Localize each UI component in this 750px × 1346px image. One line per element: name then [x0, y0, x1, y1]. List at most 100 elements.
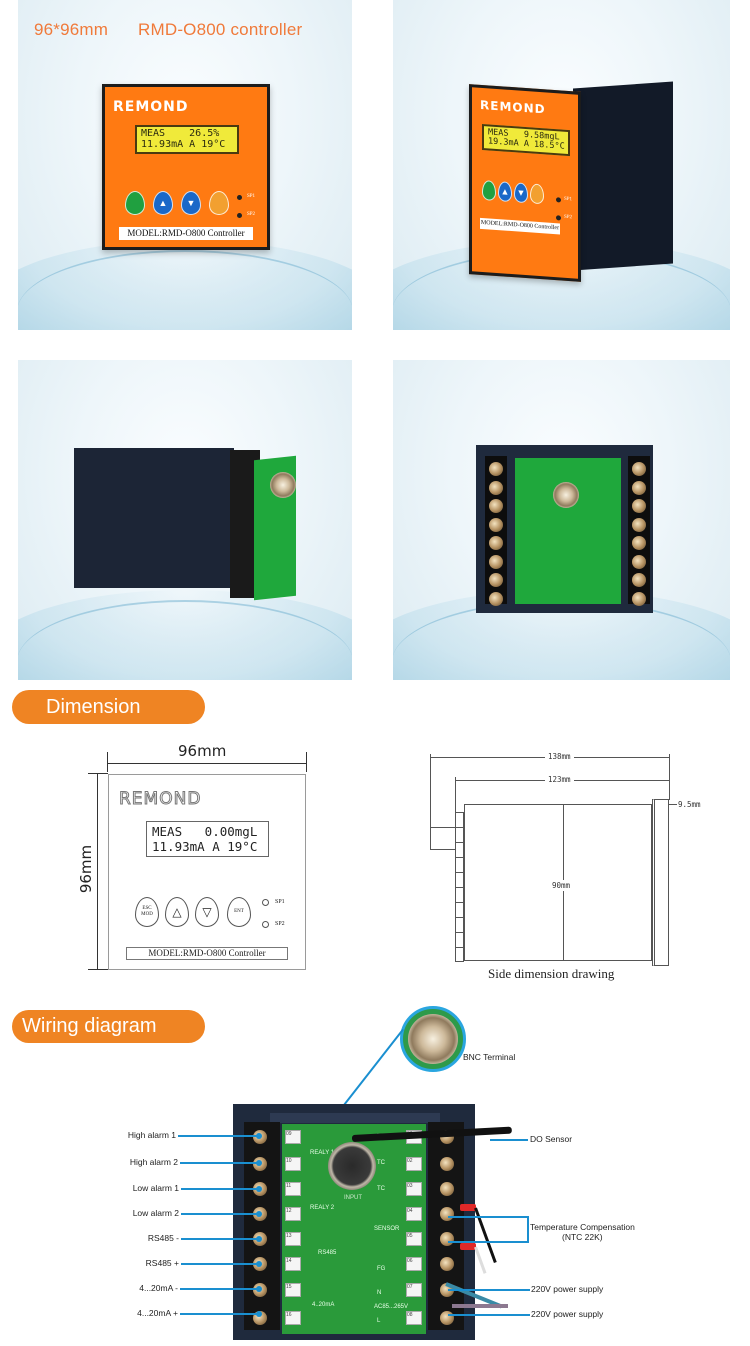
left-wire-label: RS485 +	[145, 1258, 179, 1268]
outline-esc-mod-button: ESC MOD	[135, 897, 159, 927]
brand-logo: REMOND	[480, 97, 546, 117]
height-extension-bottom	[88, 969, 108, 970]
model-strip: MODEL:RMD-O800 Controller	[480, 217, 560, 235]
ent-button[interactable]	[209, 191, 229, 215]
left-terminal-screw	[489, 573, 503, 587]
water-splash-decoration	[18, 240, 352, 330]
left-terminal-number: 12	[285, 1207, 301, 1221]
bnc-terminal-label: BNC Terminal	[463, 1052, 516, 1062]
section-wiring-title: Wiring diagram	[12, 1010, 205, 1043]
left-terminal-number: 16	[285, 1311, 301, 1325]
left-terminal-screw	[489, 554, 503, 569]
sp2-led	[237, 213, 242, 218]
power1-label: 220V power supply	[531, 1284, 604, 1294]
right-terminal-number: 08	[406, 1311, 422, 1325]
left-callout-line	[180, 1288, 258, 1290]
left-callout-dot	[256, 1311, 262, 1317]
down-button[interactable]: ▼	[514, 182, 528, 204]
left-callout-line	[180, 1313, 258, 1315]
height-dimension-line	[97, 774, 98, 970]
pcb-label-relay1: REALY 1	[310, 1150, 335, 1156]
outline-sp2-led	[262, 921, 269, 928]
left-callout-line	[180, 1162, 258, 1164]
left-callout-dot	[256, 1286, 262, 1292]
pcb-label-4-20ma: 4..20mA	[312, 1302, 335, 1308]
left-terminal-number: 13	[285, 1232, 301, 1246]
circuit-board	[515, 458, 621, 604]
controller-front-panel: REMOND MEAS 26.5%11.93mA A 19°C ▲ ▼ SP1 …	[102, 84, 270, 250]
down-button[interactable]: ▼	[181, 191, 201, 215]
power2-callout-line	[448, 1314, 530, 1316]
temp-comp-callout-top	[448, 1216, 528, 1218]
left-wire-label: Low alarm 1	[132, 1183, 179, 1193]
right-terminal-screw	[632, 573, 646, 587]
sp2-label: SP2	[247, 212, 256, 217]
right-terminal-screw	[440, 1182, 454, 1196]
brand-logo: REMOND	[113, 99, 189, 115]
red-ferrule-2	[460, 1243, 476, 1250]
height-90-label: 90mm	[552, 880, 571, 891]
up-button[interactable]: ▲	[498, 181, 512, 203]
sp1-led	[556, 197, 561, 203]
temp-comp-sub-label: (NTC 22K)	[562, 1232, 603, 1242]
outline-lcd-line-2: 11.93mA A 19°C	[152, 839, 258, 854]
left-callout-line	[181, 1213, 258, 1215]
bnc-callout-circle	[400, 1006, 466, 1072]
overall-ext-right	[669, 754, 670, 800]
white-ntc-wire	[474, 1246, 487, 1274]
bnc-connector	[270, 472, 296, 498]
outline-model-strip: MODEL:RMD-O800 Controller	[126, 947, 288, 960]
controller-housing	[74, 448, 234, 588]
temp-comp-callout-bottom	[448, 1241, 528, 1243]
left-terminal-screw	[489, 517, 503, 532]
right-terminal-number: 04	[406, 1207, 422, 1221]
body-length-label: 123mm	[545, 775, 574, 784]
side-terminal-strip	[455, 812, 464, 962]
pcb-label-sensor: SENSOR	[374, 1226, 400, 1232]
pcb-label-rs485: RS485	[318, 1250, 337, 1256]
right-terminal-screw	[632, 462, 646, 476]
left-wire-label: 4...20mA +	[137, 1308, 178, 1318]
left-wire-label: Low alarm 2	[132, 1208, 179, 1218]
pcb-label-relay2: REALY 2	[310, 1205, 335, 1211]
product-size-title: 96*96mm	[34, 20, 109, 39]
ent-button[interactable]	[530, 183, 544, 205]
sp1-led	[237, 195, 242, 200]
pcb-label-l: L	[377, 1318, 381, 1324]
width-extension-right	[306, 752, 307, 772]
width-dimension-line	[108, 763, 306, 764]
right-terminal-number: 02	[406, 1157, 422, 1171]
product-model-title: RMD-O800 controller	[138, 20, 303, 39]
right-terminal-screw	[632, 480, 646, 495]
right-terminal-screw	[632, 517, 646, 532]
sp2-led	[556, 215, 561, 221]
left-terminal-screw	[489, 462, 503, 476]
right-terminal-screw	[440, 1232, 454, 1246]
outline-sp1-label: SP1	[275, 899, 285, 905]
right-terminal-screw	[440, 1157, 454, 1171]
outline-up-button: △	[165, 897, 189, 927]
left-terminal-screw	[489, 480, 503, 495]
bnc-arrow-line	[343, 1028, 404, 1106]
height-label: 96mm	[77, 844, 96, 894]
esc-mod-button[interactable]	[482, 179, 496, 201]
left-callout-dot	[256, 1211, 262, 1217]
lcd-line-2: 11.93mA A 19°C	[141, 138, 226, 150]
wiring-right-terminal-block	[428, 1122, 464, 1330]
photo-front-view: 96*96mm RMD-O800 controller REMOND MEAS …	[18, 0, 352, 330]
up-button[interactable]: ▲	[153, 191, 173, 215]
sp1-label: SP1	[247, 194, 256, 199]
outline-ent-button: ENT	[227, 897, 251, 927]
do-sensor-callout-line	[490, 1139, 528, 1141]
left-wire-label: 4...20mA -	[139, 1283, 178, 1293]
esc-mod-button[interactable]	[125, 191, 145, 215]
body-ext-left	[455, 777, 456, 813]
left-terminal-number: 15	[285, 1283, 301, 1297]
outline-sp1-led	[262, 899, 269, 906]
temp-comp-callout-bracket	[527, 1216, 529, 1243]
right-terminal-number: 05	[406, 1232, 422, 1246]
left-terminal-screw	[489, 536, 503, 550]
